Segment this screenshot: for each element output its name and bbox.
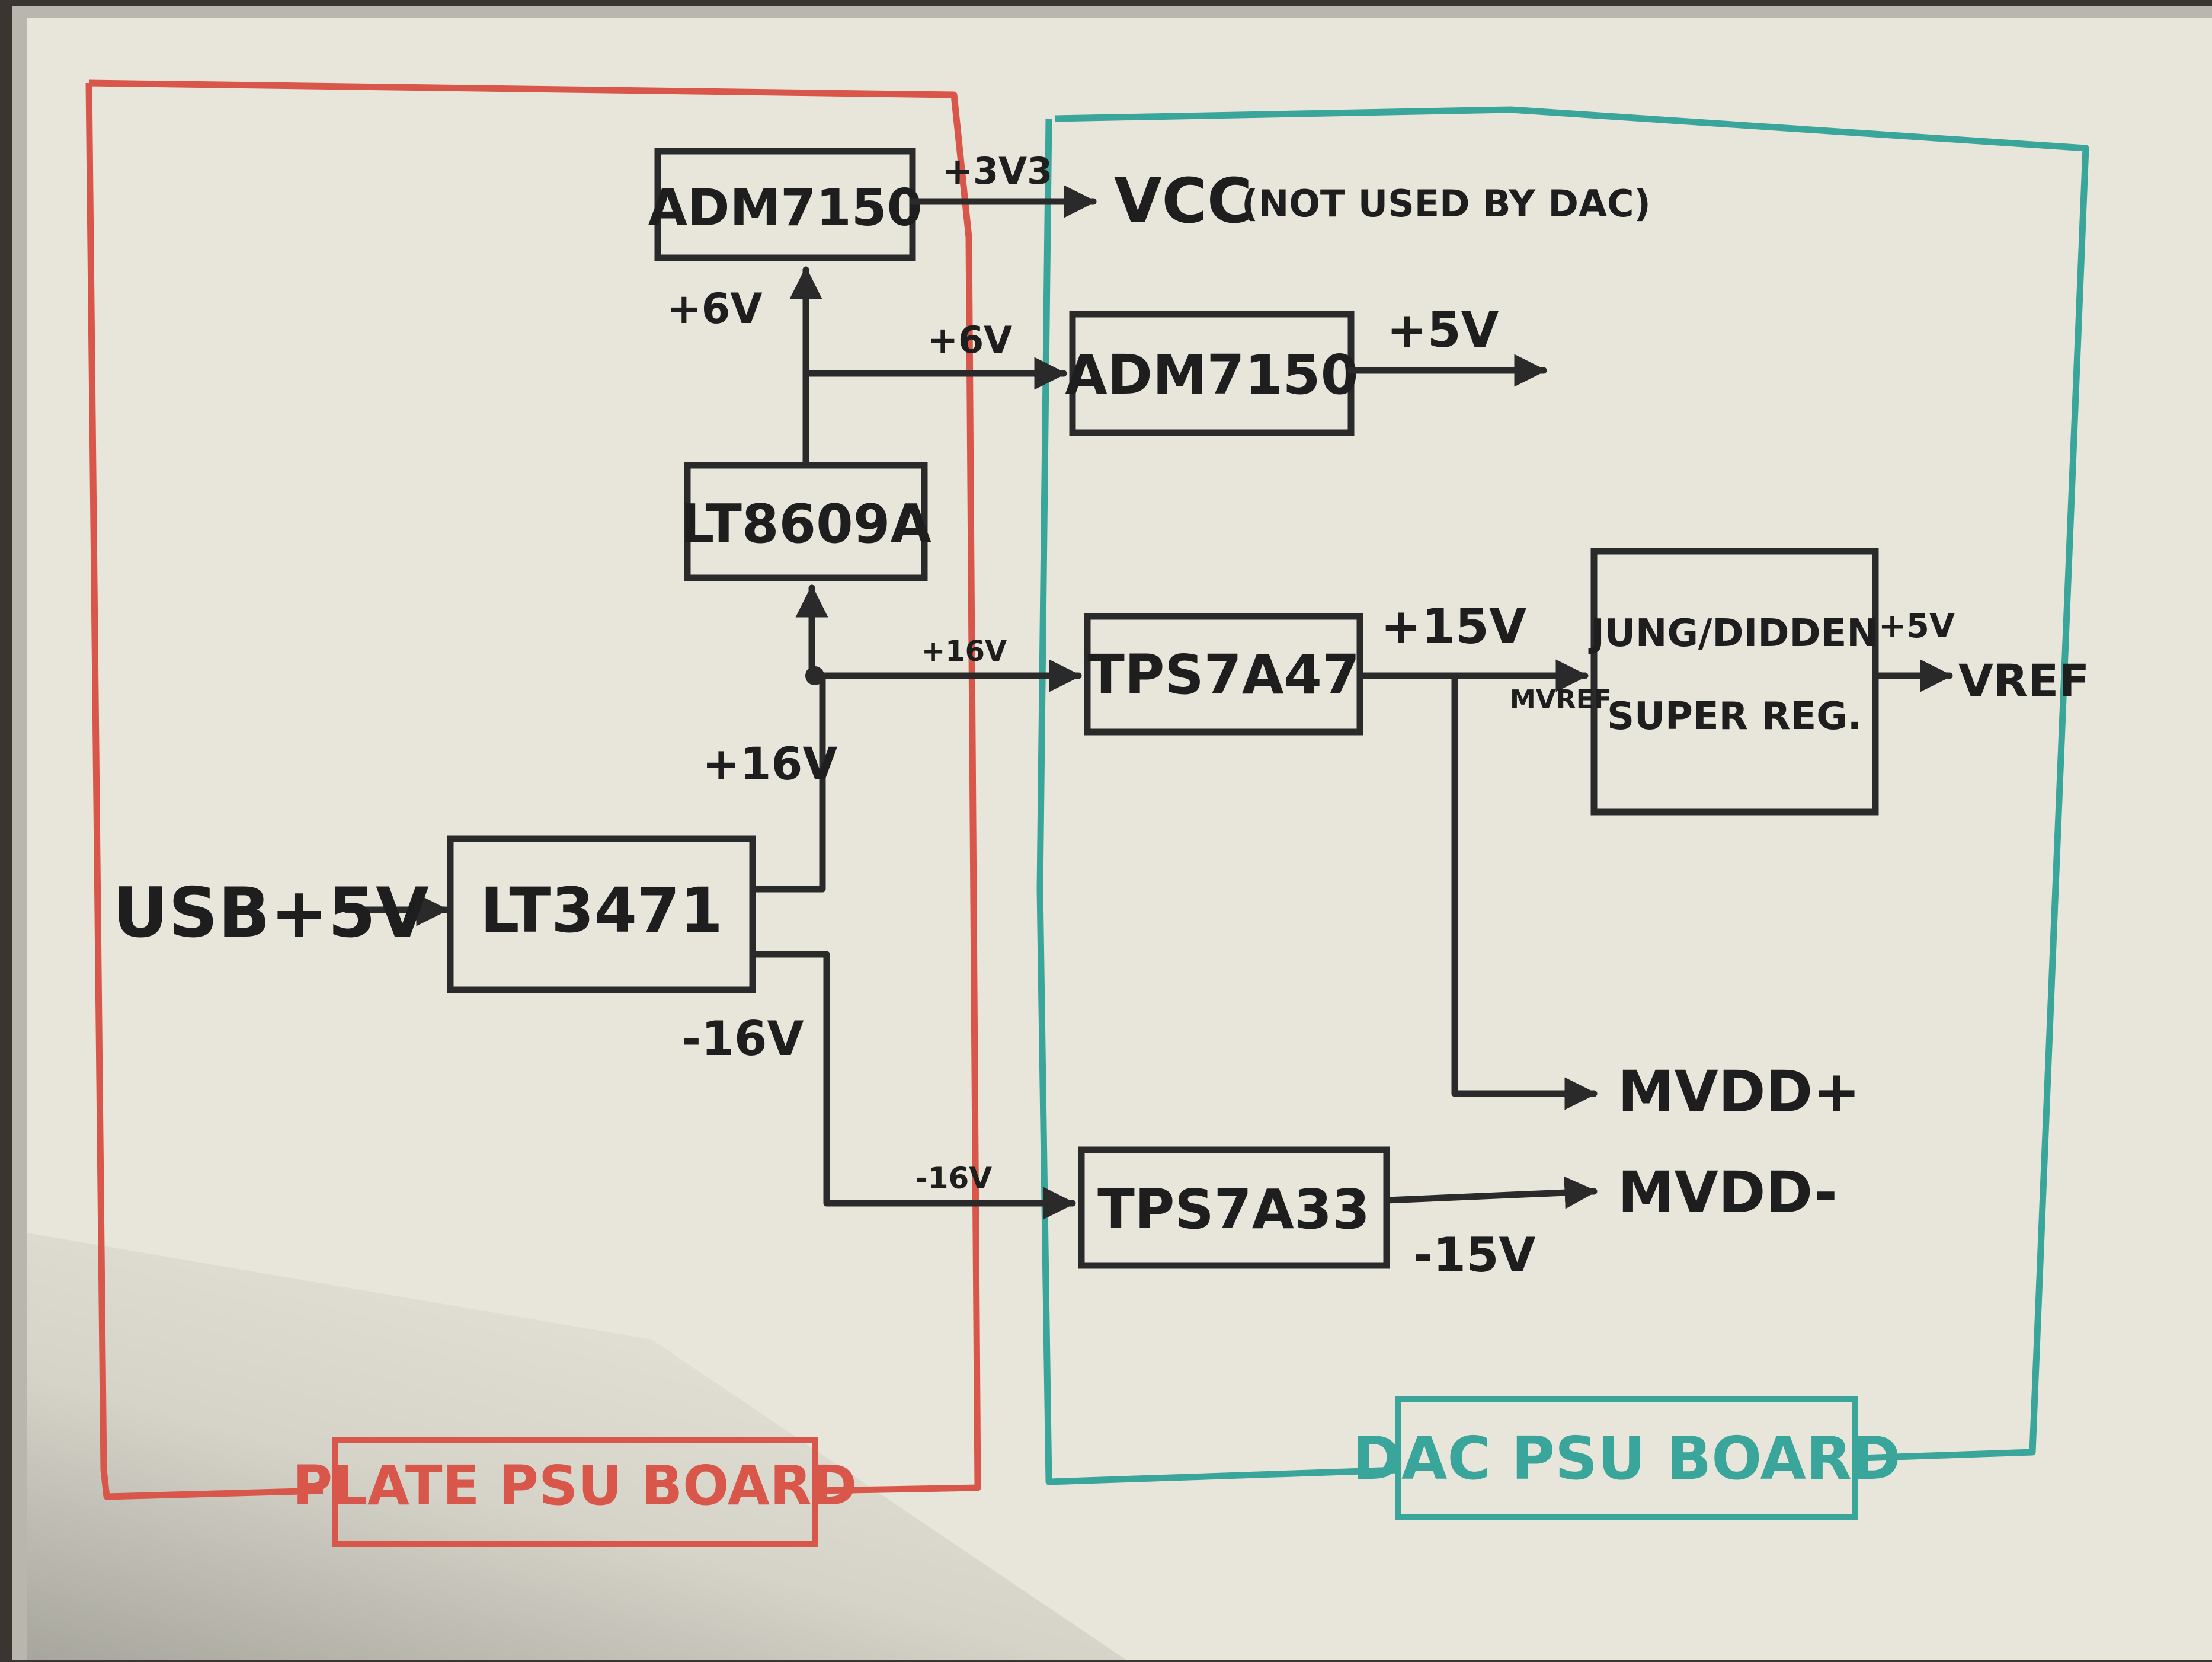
plate-psu-label-box: [332, 1437, 818, 1547]
plus15v-to-mvdd-plus-wire: [1451, 672, 1598, 1110]
plate-psu-region-outline: [85, 79, 981, 1500]
super-regulator-block: JUNG/DIDDEN SUPER REG.: [1588, 548, 1879, 816]
adm7150-top-label: ADM7150: [648, 178, 923, 238]
plus6v-right-label: +6V: [927, 318, 1012, 362]
mvdd-minus-label: MVDD-: [1618, 1159, 1838, 1226]
mvref-label: MVREF: [1510, 685, 1612, 715]
minus16v-to-tps7a33-wire: [749, 951, 1076, 1220]
dac-psu-label: DAC PSU BOARD: [1352, 1424, 1901, 1493]
lt3471-label: LT3471: [480, 874, 722, 947]
super-regulator-label-line2: SUPER REG.: [1607, 695, 1862, 739]
plus5v-output-label: +5V: [1387, 302, 1499, 359]
usb-input-label: USB+5V: [113, 873, 429, 953]
minus15v-label: -15V: [1413, 1228, 1536, 1283]
plus16v-big-label: +16V: [702, 737, 837, 790]
vref-label: VREF: [1958, 654, 2089, 707]
tps7a33-label: TPS7A33: [1097, 1178, 1370, 1241]
dac-psu-label-box: [1395, 1396, 1858, 1520]
plus16v-small-label: +16V: [921, 635, 1007, 668]
plus6v-left-label: +6V: [667, 285, 763, 333]
vcc-label: VCC: [1114, 165, 1252, 237]
lt3471-block: LT3471: [447, 835, 756, 993]
lt8609a-label: LT8609A: [680, 493, 931, 555]
tps7a47-label: TPS7A47: [1087, 643, 1360, 707]
minus16v-small-label: -16V: [915, 1161, 992, 1196]
minus16v-big-label: -16V: [681, 1011, 804, 1066]
mvdd-plus-label: MVDD+: [1618, 1059, 1861, 1125]
tps7a33-block: TPS7A33: [1078, 1146, 1390, 1269]
vcc-note-label: (NOT USED BY DAC): [1241, 182, 1651, 225]
plus16v-junction-dot: [805, 666, 824, 685]
lighting-shadow: [27, 1233, 1126, 1660]
plate-psu-label: PLATE PSU BOARD: [293, 1454, 857, 1517]
plus3v3-label: +3V3: [942, 149, 1052, 193]
super-regulator-label-line1: JUNG/DIDDEN: [1588, 612, 1878, 656]
tps7a33-to-mvdd-minus-wire: [1383, 1176, 1598, 1209]
adm7150-mid-label: ADM7150: [1065, 343, 1358, 407]
plus15v-label: +15V: [1381, 599, 1527, 655]
dac-psu-region-outline: [1036, 106, 2089, 1485]
lt3471-positive-rail: [749, 675, 826, 893]
plus5v-small-label: +5V: [1878, 607, 1955, 645]
